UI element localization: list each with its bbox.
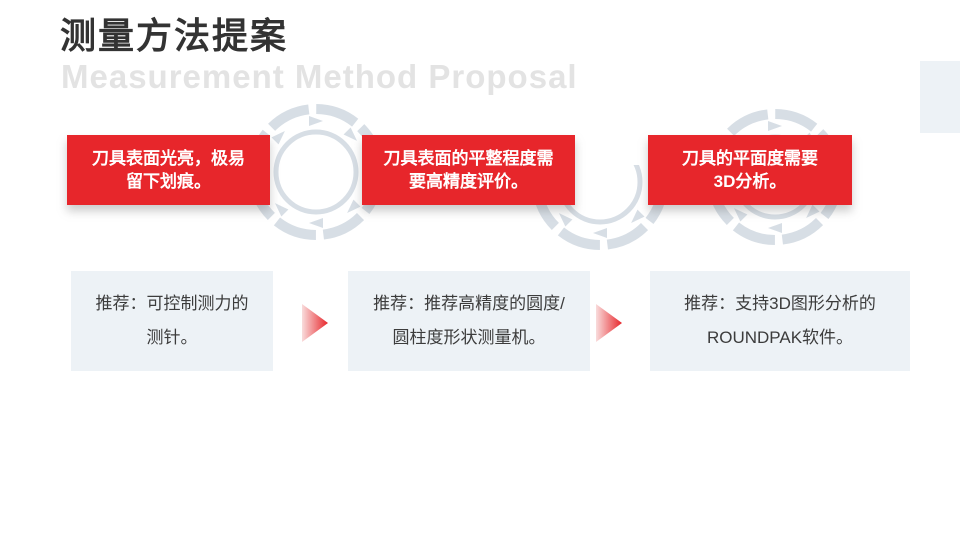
problem-card-1-line-1: 刀具表面光亮，极易 (92, 149, 245, 168)
side-accent-bar (920, 61, 960, 133)
recommendation-card-1: 推荐：可控制测力的 测针。 (71, 271, 273, 371)
recommendation-card-2-line-1: 推荐：推荐高精度的圆度/ (373, 294, 565, 313)
page-title: 测量方法提案 (60, 15, 289, 56)
problem-card-1: 刀具表面光亮，极易 留下划痕。 (67, 135, 270, 205)
recommendation-card-3-line-2: ROUNDPAK软件。 (706, 328, 854, 347)
arrow-right-icon (302, 304, 328, 342)
problem-card-2-line-1: 刀具表面的平整程度需 (383, 149, 554, 168)
recommendation-card-1-line-2: 测针。 (146, 328, 198, 347)
page-subtitle: Measurement Method Proposal (61, 58, 578, 95)
problem-card-2: 刀具表面的平整程度需 要高精度评价。 (362, 135, 575, 205)
problem-card-3-line-1: 刀具的平面度需要 (682, 149, 818, 168)
recommendation-card-3-line-1: 推荐：支持3D图形分析的 (684, 294, 876, 313)
problem-card-3-line-2: 3D分析。 (713, 172, 787, 191)
recommendation-card-3: 推荐：支持3D图形分析的 ROUNDPAK软件。 (650, 271, 910, 371)
problem-card-1-line-2: 留下划痕。 (126, 172, 211, 191)
recommendation-card-2: 推荐：推荐高精度的圆度/ 圆柱度形状测量机。 (348, 271, 590, 371)
recommendation-card-2-line-2: 圆柱度形状测量机。 (392, 328, 546, 347)
problem-card-2-line-2: 要高精度评价。 (409, 172, 528, 191)
recommendation-card-1-line-1: 推荐：可控制测力的 (95, 294, 249, 313)
problem-card-3: 刀具的平面度需要 3D分析。 (648, 135, 852, 205)
arrow-right-icon (596, 304, 622, 342)
